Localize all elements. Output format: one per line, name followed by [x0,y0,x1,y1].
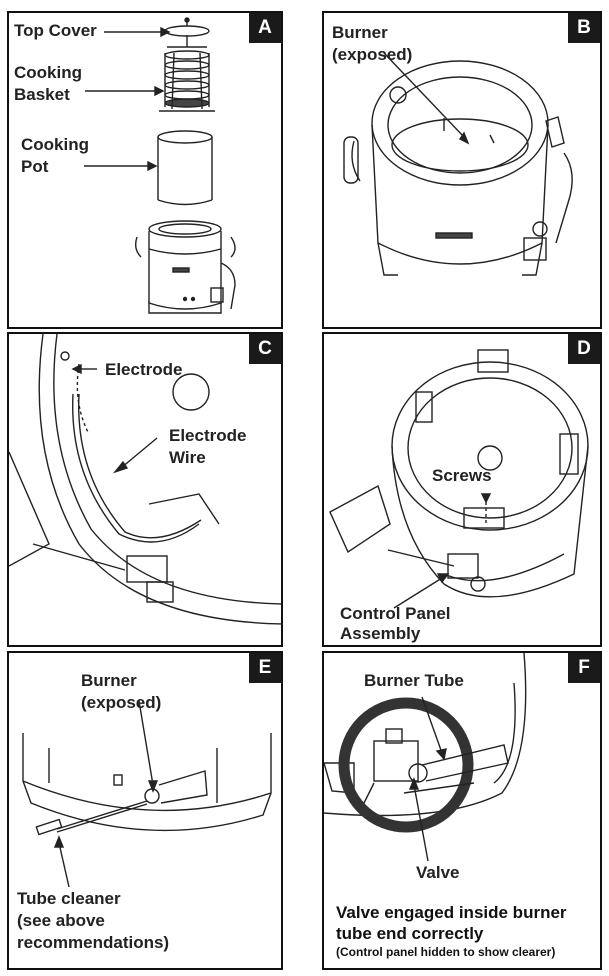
panel-a: Top Cover Cooking Basket Cooking Pot A [7,11,283,329]
label-valve: Valve [416,863,460,882]
label-screws: Screws [432,466,492,485]
panel-badge-f: F [568,653,600,683]
panel-b: Burner (exposed) B [322,11,602,329]
panel-e: Burner (exposed) Tube cleaner (see above… [7,651,283,970]
label-control-panel-assembly-1: Control Panel [340,604,451,623]
label-burner-exposed-b-1: Burner [332,23,388,42]
panel-c: Electrode Electrode Wire C [7,332,283,647]
label-electrode-wire-1: Electrode [169,426,247,445]
panel-f: Burner Tube Valve Valve engaged inside b… [322,651,602,970]
fryer-burner-view [343,52,573,276]
label-burner-exposed-e-2: (exposed) [81,693,162,712]
control-panel-assembly-view [329,349,589,609]
label-electrode: Electrode [105,360,183,379]
label-cooking-basket-2: Basket [14,85,70,104]
label-cooking-pot-2: Pot [21,157,49,176]
valve-burner-tube-view [324,653,527,862]
label-tube-cleaner-2: (see above [17,911,105,930]
label-cooking-basket-1: Cooking [14,63,82,82]
label-tube-cleaner-1: Tube cleaner [17,889,121,908]
caption-valve-engaged-1: Valve engaged inside burner [336,903,567,922]
label-electrode-wire-2: Wire [169,448,206,467]
fryer-exploded-view [84,17,236,314]
label-burner-tube: Burner Tube [364,671,464,690]
label-control-panel-assembly-2: Assembly [340,624,421,643]
label-cooking-pot-1: Cooking [21,135,89,154]
panel-badge-d: D [568,334,600,364]
tube-cleaner-view [22,700,272,888]
electrode-view [9,334,281,625]
panel-d: Screws Control Panel Assembly D [322,332,602,647]
label-burner-exposed-b-2: (exposed) [332,45,413,64]
caption-valve-engaged-2: tube end correctly [336,924,484,943]
panel-badge-e: E [249,653,281,683]
caption-control-panel-hidden: (Control panel hidden to show clearer) [336,945,556,959]
label-tube-cleaner-3: recommendations) [17,933,170,952]
panel-badge-c: C [249,334,281,364]
panel-badge-b: B [568,13,600,43]
panel-badge-a: A [249,13,281,43]
label-burner-exposed-e-1: Burner [81,671,137,690]
label-top-cover: Top Cover [14,21,97,40]
